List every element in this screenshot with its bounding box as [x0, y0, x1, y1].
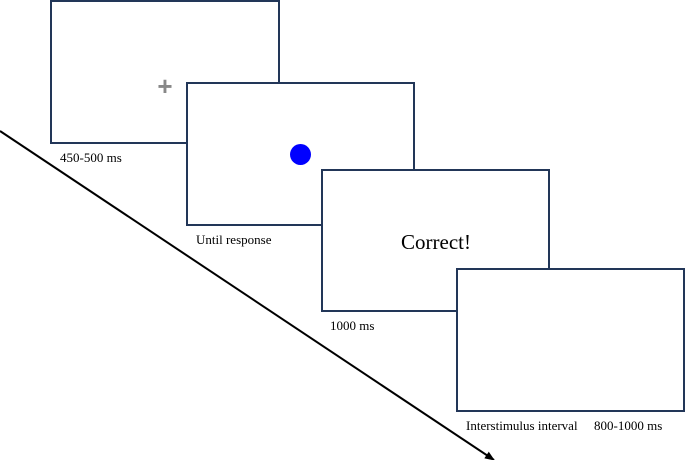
- feedback-text: Correct!: [401, 230, 471, 254]
- blue-dot-stimulus: [290, 144, 311, 165]
- interval-screen: [456, 268, 685, 412]
- fixation-cross-icon: +: [157, 71, 173, 101]
- stimulus-duration-label: Until response: [196, 232, 272, 247]
- fixation-duration-label: 450-500 ms: [60, 150, 122, 165]
- timeline-line: [0, 130, 495, 460]
- interval-label: Interstimulus interval: [466, 418, 578, 433]
- feedback-duration-label: 1000 ms: [330, 318, 375, 333]
- interval-duration-label: 800-1000 ms: [594, 418, 663, 433]
